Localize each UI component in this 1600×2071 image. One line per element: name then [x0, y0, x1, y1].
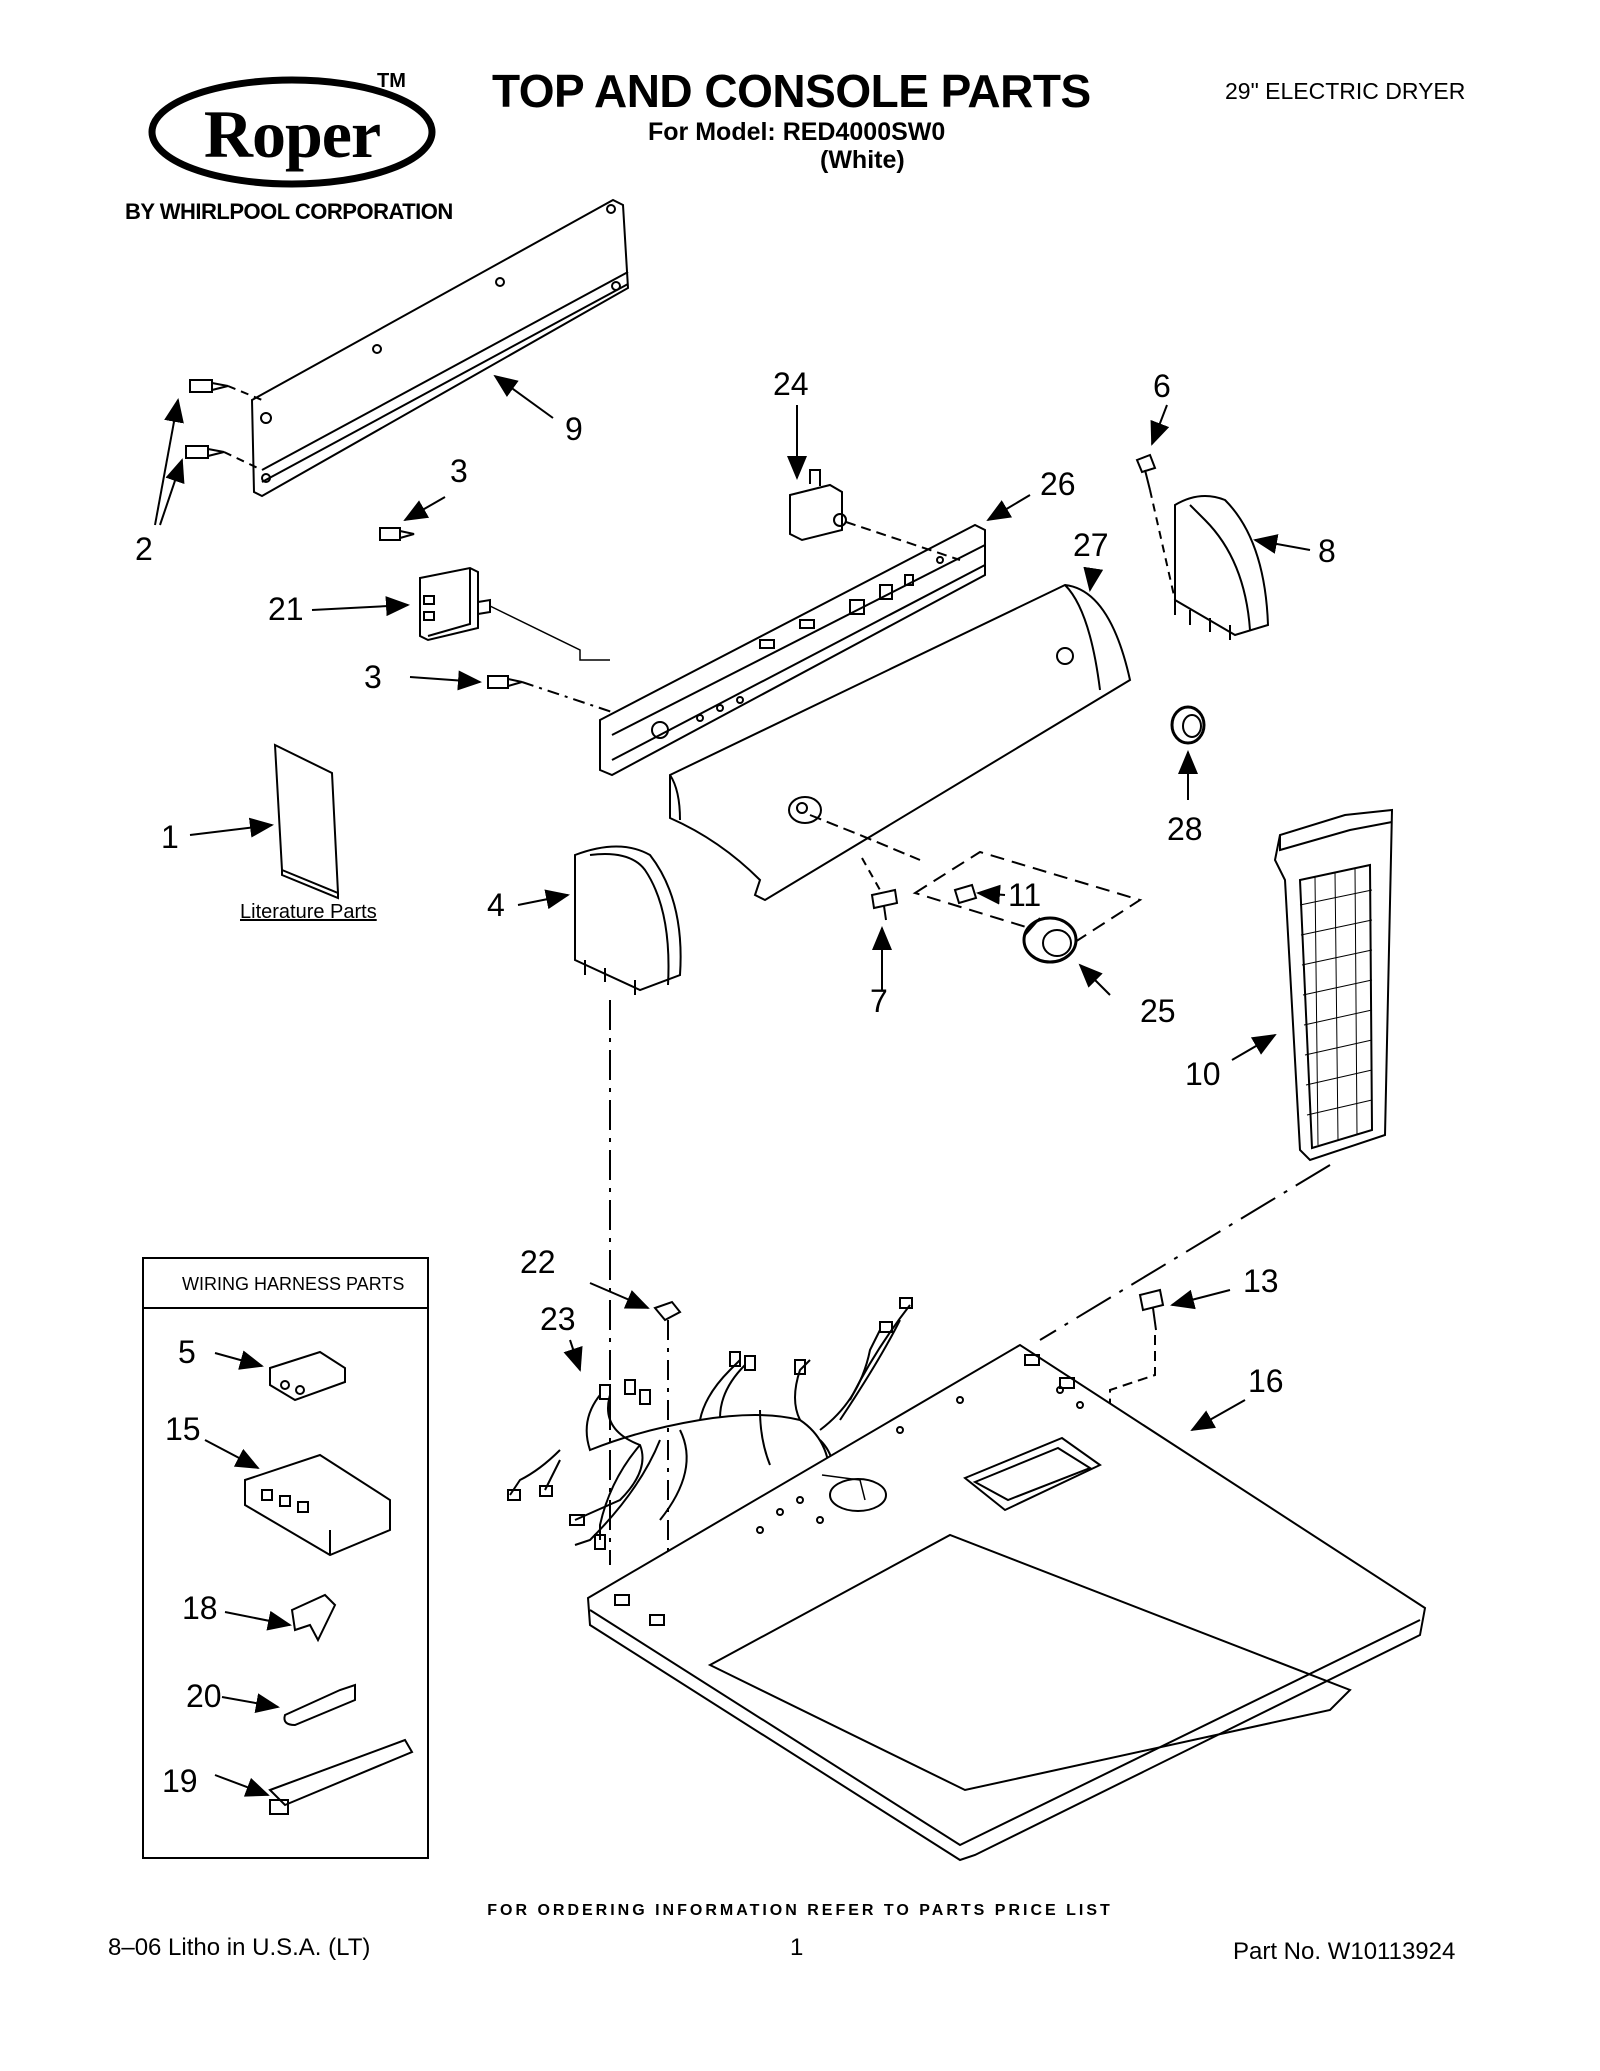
- callout-10: 10: [1185, 1056, 1221, 1092]
- part-11-spring: [953, 883, 978, 905]
- callout-20: 20: [186, 1678, 222, 1714]
- part-15-terminal-block: [244, 1453, 391, 1557]
- part-26-console-bracket: [599, 523, 986, 777]
- part-20-terminal: [283, 1683, 356, 1727]
- wiring-harness-box: [142, 1257, 429, 1859]
- callout-18: 18: [182, 1590, 218, 1626]
- part-28-knob: [1170, 705, 1206, 745]
- callout-27: 27: [1073, 527, 1109, 563]
- callout-15: 15: [165, 1411, 201, 1447]
- part-7-screw: [861, 857, 899, 921]
- part-5-connector: [269, 1350, 346, 1402]
- callout-25: 25: [1140, 993, 1176, 1029]
- callout-24: 24: [773, 366, 809, 402]
- part-2-screws: [185, 379, 263, 471]
- model-line: For Model: RED4000SW0: [648, 118, 946, 146]
- logo-subtitle: BY WHIRLPOOL CORPORATION: [125, 199, 453, 224]
- part-23-wiring-harness: [507, 1297, 913, 1550]
- part-16-top-panel: [586, 1343, 1427, 1862]
- ordering-note: FOR ORDERING INFORMATION REFER TO PARTS …: [487, 1902, 1113, 1919]
- callout-6: 6: [1153, 368, 1171, 404]
- color-line: (White): [820, 146, 905, 174]
- callout-11: 11: [1008, 877, 1041, 913]
- callout-8: 8: [1318, 533, 1336, 569]
- part-6-screw: [1135, 453, 1157, 491]
- callout-22: 22: [520, 1244, 556, 1280]
- litho-info: 8–06 Litho in U.S.A. (LT): [108, 1934, 371, 1961]
- callout-1: 1: [161, 819, 179, 855]
- part-22-wire-clip: [653, 1300, 682, 1580]
- part-21-timer: [419, 566, 610, 661]
- page-title: TOP AND CONSOLE PARTS: [492, 65, 1091, 117]
- trademark-mark: TM: [377, 70, 406, 92]
- callout-2: 2: [135, 531, 153, 567]
- screen-alignment-line: [1039, 1164, 1331, 1341]
- callout-7: 7: [870, 983, 888, 1019]
- callout-3-lower: 3: [364, 659, 382, 695]
- part-4-left-end-cap: [574, 845, 682, 1565]
- part-27-console: [669, 583, 1132, 902]
- part-3-screw-lower: [487, 675, 613, 713]
- page-number: 1: [790, 1934, 804, 1961]
- callout-16: 16: [1248, 1363, 1284, 1399]
- callout-28: 28: [1167, 811, 1203, 847]
- part-10-lint-screen: [1273, 808, 1394, 1162]
- part-3-screw-upper: [379, 527, 415, 541]
- logo-text: Roper: [203, 96, 381, 172]
- part-number: Part No. W10113924: [1233, 1938, 1456, 1965]
- callout-9: 9: [565, 411, 583, 447]
- knob-assembly-outline: [912, 850, 1143, 944]
- part-9-rear-console-panel: [250, 198, 630, 498]
- callout-26: 26: [1040, 466, 1076, 502]
- callout-19: 19: [162, 1763, 198, 1799]
- callout-13: 13: [1243, 1263, 1279, 1299]
- callout-23: 23: [540, 1301, 576, 1337]
- roper-logo: Roper TM BY WHIRLPOOL CORPORATION: [125, 70, 465, 224]
- part-25-knob: [1022, 916, 1078, 964]
- part-18-clip: [290, 1593, 337, 1643]
- part-8-right-end-cap: [1149, 489, 1270, 640]
- part-1-literature: [273, 743, 340, 900]
- callout-21: 21: [268, 591, 304, 627]
- callout-4: 4: [487, 887, 505, 923]
- part-19-cable-tie: [268, 1738, 414, 1815]
- literature-parts-label: Literature Parts: [240, 901, 377, 923]
- product-type: 29" ELECTRIC DRYER: [1225, 78, 1466, 104]
- callout-3-upper: 3: [450, 453, 468, 489]
- logo-oval: [148, 76, 436, 188]
- wiring-harness-title: WIRING HARNESS PARTS: [182, 1274, 404, 1294]
- callout-5: 5: [178, 1334, 196, 1370]
- part-24-switch: [789, 469, 961, 561]
